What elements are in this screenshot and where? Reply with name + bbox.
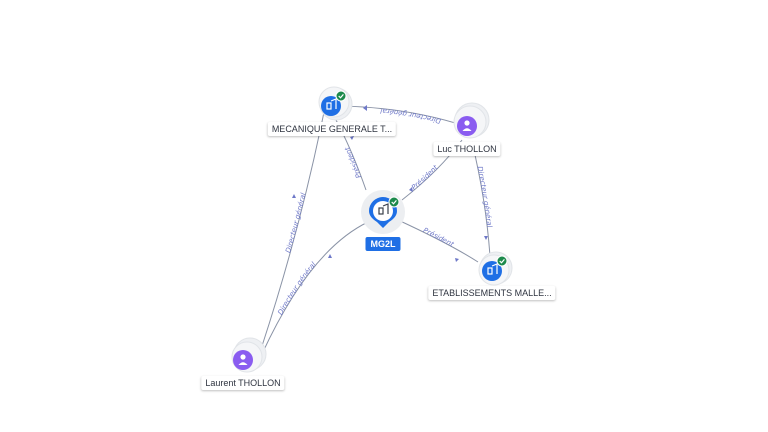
edge-label-laurent-mecanique: Directeur général — [284, 192, 307, 254]
node-laurent[interactable] — [231, 337, 267, 373]
node-luc[interactable] — [453, 102, 490, 139]
edge-arrows — [292, 105, 488, 262]
edge-label-mg2l-etablissements: Président — [422, 226, 456, 248]
node-etablissements[interactable] — [478, 251, 513, 286]
person-icon — [462, 120, 472, 131]
node-label-etablissements[interactable]: ETABLISSEMENTS MALLE... — [428, 286, 556, 300]
arrow-head — [292, 194, 296, 198]
check-badge-icon — [388, 196, 400, 208]
edge-line-laurent-mg2l[interactable] — [261, 221, 369, 355]
node-label-laurent[interactable]: Laurent THOLLON — [201, 376, 285, 390]
check-badge-icon — [496, 255, 508, 267]
arrow-head — [350, 136, 354, 140]
node-mg2l[interactable] — [361, 190, 405, 234]
node-mecanique[interactable] — [318, 86, 353, 121]
person-circle — [233, 350, 253, 370]
building-icon — [487, 263, 498, 275]
check-badge-icon — [335, 90, 347, 102]
arrow-head — [455, 258, 459, 262]
node-label-luc[interactable]: Luc THOLLON — [433, 142, 501, 156]
arrow-head — [409, 187, 413, 192]
edge-label-luc-etablissements: Directeur général — [476, 166, 494, 228]
edge-label-mg2l-luc: Président — [410, 163, 440, 191]
arrow-head — [363, 105, 367, 111]
building-icon — [378, 203, 389, 215]
edge-label-mg2l-mecanique: Président — [343, 145, 363, 179]
node-label-mecanique[interactable]: MECANIQUE GENERALE T... — [267, 122, 397, 136]
edge-label-laurent-mg2l: Directeur général — [276, 261, 317, 317]
node-label-mg2l[interactable]: MG2L — [365, 237, 401, 251]
arrow-head — [484, 236, 488, 240]
person-circle — [457, 116, 477, 136]
arrow-head — [328, 254, 332, 258]
person-icon — [238, 354, 248, 365]
building-icon — [326, 98, 337, 110]
